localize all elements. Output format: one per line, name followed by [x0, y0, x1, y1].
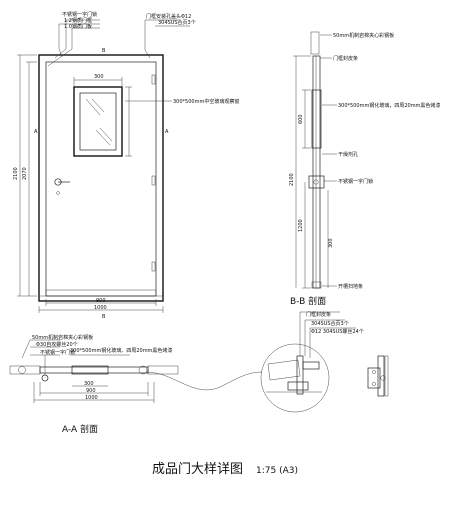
lock-label: 不锈钢一字门锁	[62, 11, 97, 18]
bolt-label: 304SUS合页3个	[158, 19, 196, 26]
bb-panel-label: 50mm机制岩棉夹心彩钢板	[333, 32, 394, 39]
aa-panel-label: 50mm机制岩棉夹心彩钢板	[32, 334, 93, 341]
drawing-caption: 成品门大样详图 1:75 (A3)	[152, 462, 298, 477]
window-width-dim: 300	[94, 74, 104, 80]
section-a-marker-right: A	[165, 129, 169, 135]
bb-seal-label: 门框封皮条	[333, 55, 358, 62]
bb-300-dim: 300	[328, 238, 334, 248]
inner-width-dim: 900	[96, 298, 106, 304]
outer-height-dim: 2100	[13, 167, 19, 180]
aa-left-wall	[9, 365, 41, 375]
aa-glass	[71, 365, 109, 375]
section-b-marker-bottom: B	[102, 314, 106, 320]
door-frame-outline	[38, 54, 164, 302]
aa-1000-dim: 1000	[85, 395, 98, 401]
bb-wall-panel-top	[310, 31, 320, 55]
section-bb: 50mm机制岩棉夹心彩钢板 门框封皮条 300*500mm钢化玻璃，四周20mm…	[289, 31, 440, 307]
bb-glass	[311, 89, 322, 149]
aa-900-dim: 900	[86, 388, 96, 394]
aa-lock-label: 不锈钢一字门锁	[40, 349, 75, 356]
door-elevation: 不锈钢一字门锁 1.2钢质门框 1.0钢质门板 门框安装孔盖头Φ12 304SU…	[13, 11, 239, 320]
bb-floor-label: 开槽扫地条	[338, 283, 363, 290]
aa-title: A-A 剖面	[62, 423, 98, 435]
hinge-detail: 门框封皮条 304SUS合页3个 Φ12 304SUS螺丝24个	[260, 311, 389, 413]
detail-leader	[145, 371, 263, 391]
detail-hinge-label: 304SUS合页3个	[311, 320, 349, 327]
caption-title: 成品门大样详图	[152, 462, 243, 477]
bb-lock-label: 不锈钢一字门锁	[338, 178, 373, 185]
frame-label: 1.2钢质门框	[64, 17, 92, 24]
bb-lock	[308, 175, 325, 189]
detail-seal-label: 门框封皮条	[306, 311, 331, 318]
bb-1200-dim: 1200	[298, 219, 304, 232]
door-handle	[54, 178, 70, 195]
section-aa: 50mm机制岩棉夹心彩钢板 Φ30自攻螺丝20个 不锈钢一字门锁 300*500…	[9, 334, 179, 435]
door-leaf-outline	[45, 61, 157, 297]
section-a-marker-left: A	[34, 129, 38, 135]
window-label: 300*500mm中空玻璃观察窗	[173, 98, 239, 105]
door-floor-sweep	[45, 289, 157, 297]
door-hinges	[151, 74, 156, 272]
aa-right-wall	[147, 365, 179, 375]
bb-2100-dim: 2100	[289, 173, 295, 186]
aa-door-slab	[39, 366, 149, 374]
bb-glass-label: 300*500mm钢化玻璃，四周20mm黑色烤漆	[338, 102, 440, 109]
caption-scale: 1:75 (A3)	[256, 466, 298, 476]
aa-glass-label: 300*500mm钢化玻璃、四周20mm黑色烤漆	[70, 347, 172, 354]
bb-title: B-B 剖面	[290, 295, 326, 307]
hole-label: 门框安装孔盖头Φ12	[146, 13, 191, 20]
aa-screw-label: Φ30自攻螺丝20个	[36, 341, 78, 348]
section-b-marker-top: B	[102, 48, 106, 54]
bb-door-slab	[312, 55, 321, 289]
inner-height-dim: 2070	[22, 167, 28, 180]
bb-desiccant-label: 干燥剂孔	[338, 151, 358, 158]
outer-width-dim: 1000	[94, 305, 107, 311]
detail-screw-label: Φ12 304SUS螺丝24个	[311, 328, 364, 335]
bb-floor-sweep	[311, 281, 322, 289]
aa-300-dim: 300	[84, 381, 94, 387]
detail-callout-circle	[260, 343, 330, 413]
observation-window	[73, 86, 123, 157]
bb-600-dim: 600	[298, 114, 304, 124]
leaf-label: 1.0钢质门板	[64, 23, 92, 30]
